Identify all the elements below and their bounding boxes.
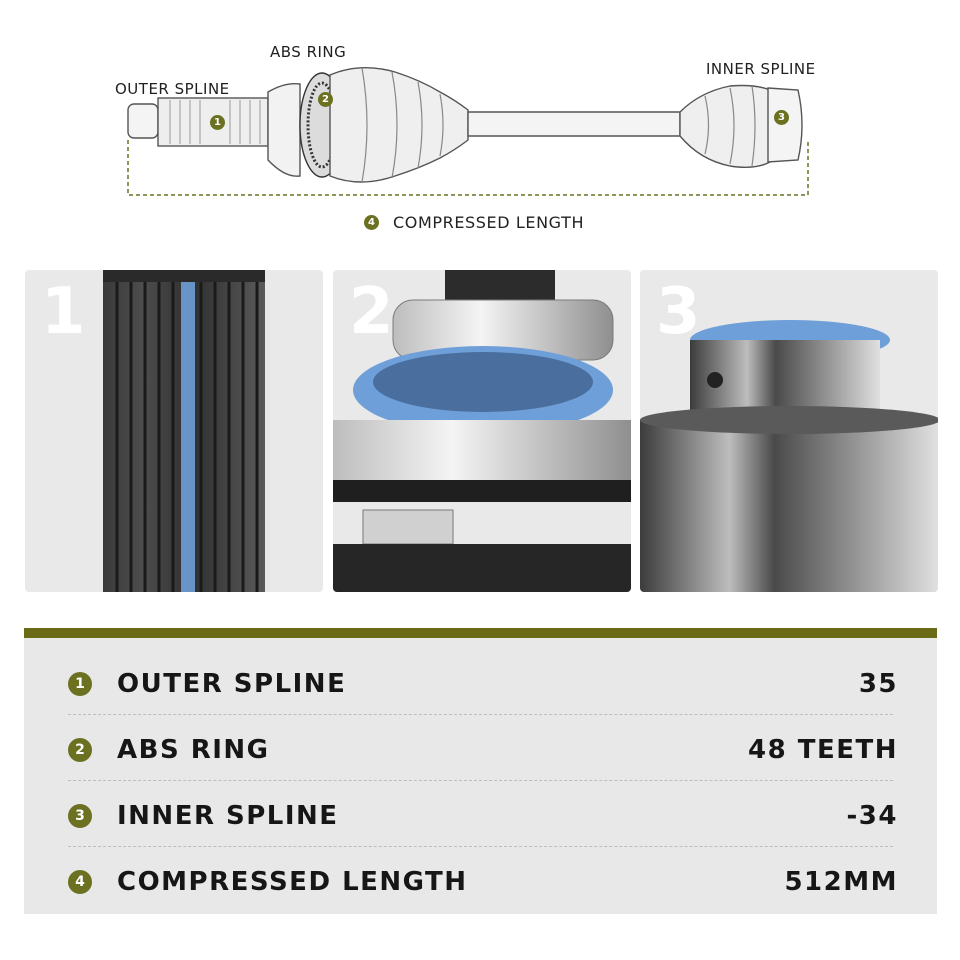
axle-diagram: ABS RING OUTER SPLINE INNER SPLINE 1 2 3… xyxy=(0,0,960,250)
outer-boot xyxy=(329,66,469,183)
row-divider xyxy=(68,714,893,715)
spec-badge: 3 xyxy=(68,804,92,828)
inner-spline-photo-panel: 3 xyxy=(640,270,938,592)
panel-number-2: 2 xyxy=(349,275,394,349)
badge-4-on-diagram: 4 xyxy=(364,215,379,230)
badge-2-on-diagram: 2 xyxy=(318,92,333,107)
row-divider xyxy=(68,846,893,847)
abs-ring-photo-panel: 2 xyxy=(333,270,631,592)
highlighted-spline-tooth xyxy=(181,280,195,592)
spec-value: -34 xyxy=(846,801,898,831)
panel-number-3: 3 xyxy=(656,275,701,349)
outer-spline-photo-panel: 1 xyxy=(25,270,323,592)
spec-row: 1 OUTER SPLINE 35 xyxy=(68,652,898,716)
inner-boot xyxy=(679,84,771,169)
abs-ring-photo xyxy=(333,270,631,592)
panel-number-1: 1 xyxy=(41,275,86,349)
abs-ring-callout: ABS RING xyxy=(270,43,347,61)
spec-value: 35 xyxy=(858,669,898,699)
spec-label: COMPRESSED LENGTH xyxy=(117,867,468,897)
spec-badge: 1 xyxy=(68,672,92,696)
cv-axle-drawing xyxy=(127,66,809,196)
compressed-length-caption: 4 COMPRESSED LENGTH xyxy=(364,213,584,232)
spec-row: 3 INNER SPLINE -34 xyxy=(68,784,898,848)
spec-label: ABS RING xyxy=(117,735,270,765)
outer-spline-callout: OUTER SPLINE xyxy=(115,80,230,98)
badge-1-on-diagram: 1 xyxy=(210,115,225,130)
compressed-length-label: COMPRESSED LENGTH xyxy=(393,213,585,232)
inner-housing xyxy=(767,87,803,163)
spec-value: 48 TEETH xyxy=(748,735,898,765)
compressed-length-bracket xyxy=(127,140,809,196)
inner-spline-callout: INNER SPLINE xyxy=(706,60,816,78)
bar-shaft xyxy=(467,111,681,137)
outer-spline-photo xyxy=(103,270,265,592)
spec-value: 512MM xyxy=(784,867,898,897)
spec-row: 4 COMPRESSED LENGTH 512MM xyxy=(68,850,898,914)
spec-label: INNER SPLINE xyxy=(117,801,339,831)
spec-label: OUTER SPLINE xyxy=(117,669,347,699)
spec-badge: 2 xyxy=(68,738,92,762)
badge-3-on-diagram: 3 xyxy=(774,110,789,125)
row-divider xyxy=(68,780,893,781)
inner-spline-photo xyxy=(640,320,938,592)
spec-badge: 4 xyxy=(68,870,92,894)
spec-row: 2 ABS RING 48 TEETH xyxy=(68,718,898,782)
spec-table: 1 OUTER SPLINE 35 2 ABS RING 48 TEETH 3 … xyxy=(24,628,937,914)
